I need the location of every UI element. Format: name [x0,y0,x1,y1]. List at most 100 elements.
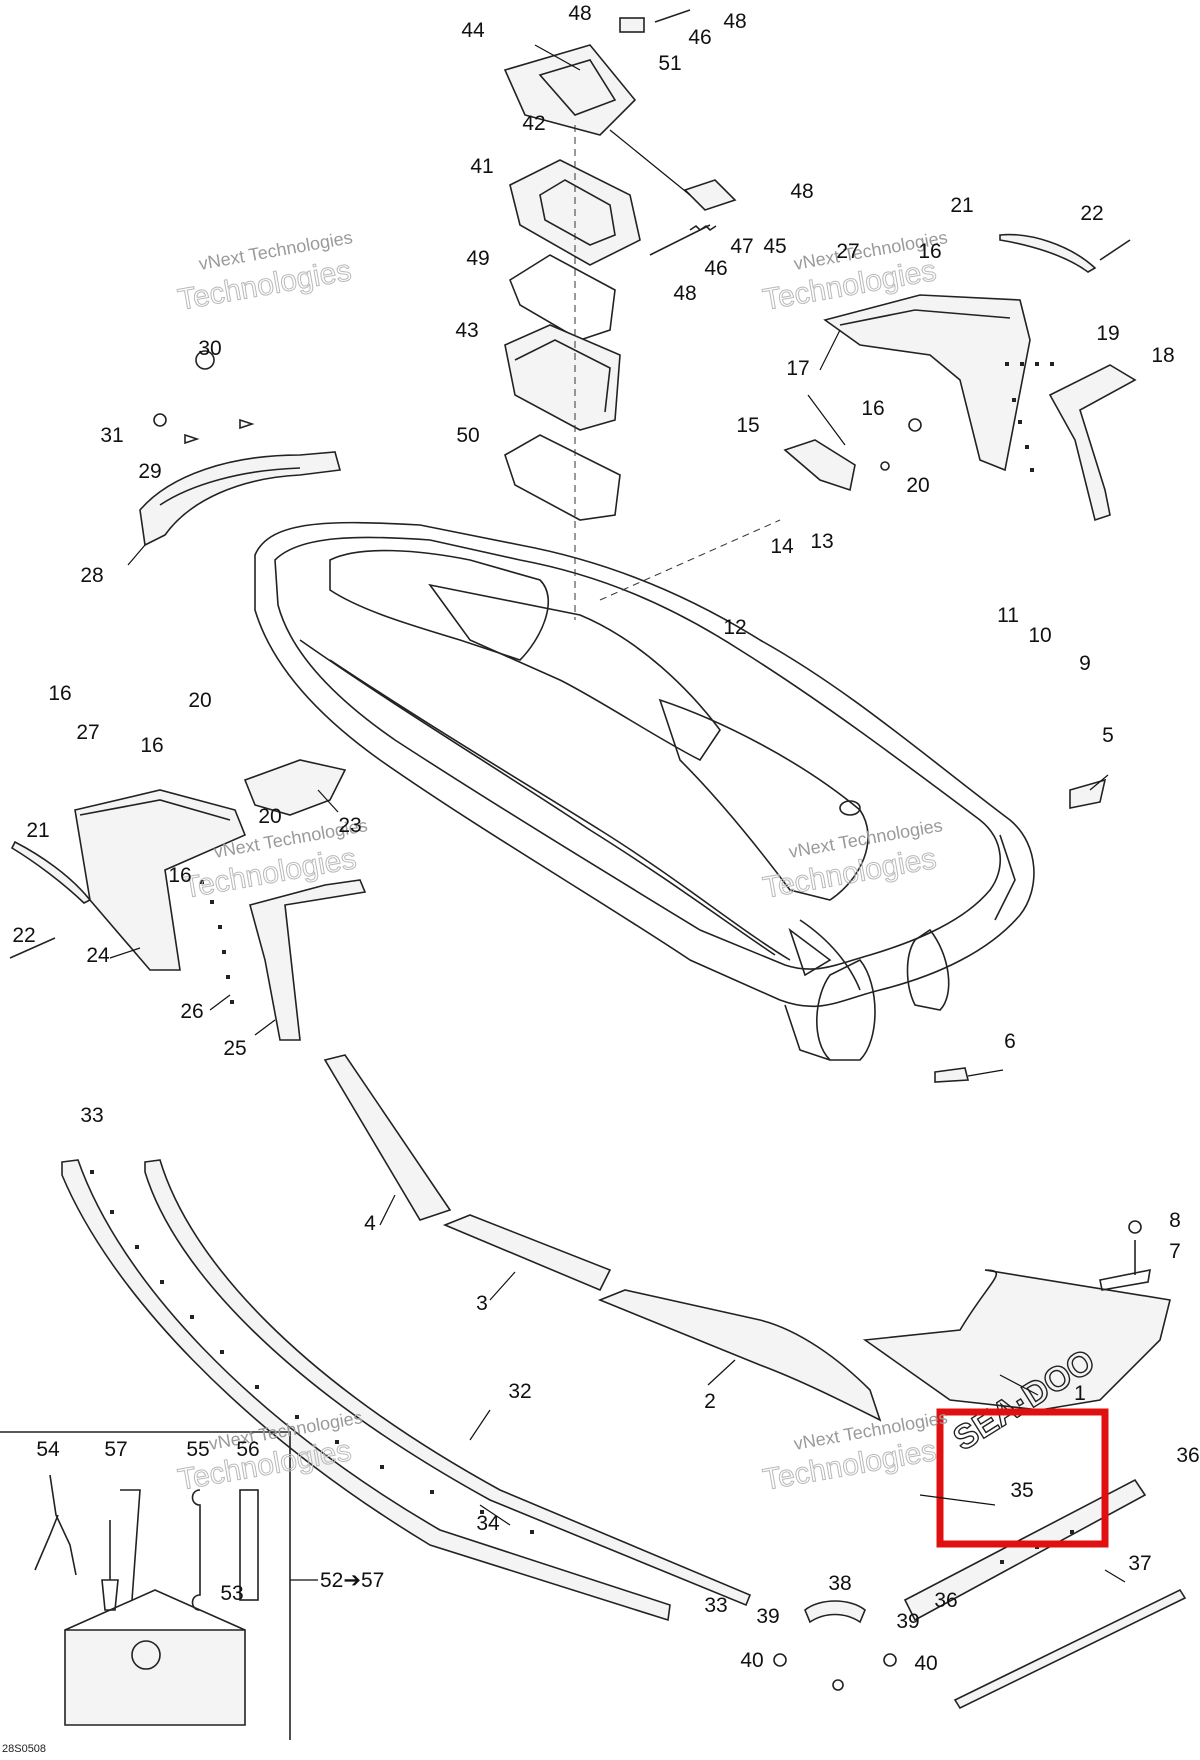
left-side-parts [9,759,367,1041]
callout-54: 54 [36,1438,60,1461]
callout-8: 8 [1169,1209,1181,1232]
part-38 [804,1600,866,1624]
callout-34: 34 [476,1512,500,1535]
part-49 [509,254,616,341]
callout-45: 45 [763,235,786,258]
callout-4: 4 [364,1212,376,1235]
callout-3: 3 [476,1292,488,1315]
callout-10: 10 [1028,624,1051,647]
callout-36: 36 [1176,1444,1199,1467]
callout-20: 20 [906,474,929,497]
part-6 [934,1067,970,1083]
callout-40: 40 [914,1652,937,1675]
part-43 [504,324,621,431]
callout-48: 48 [790,180,813,203]
callout-23: 23 [338,814,361,837]
callout-22: 22 [12,924,35,947]
decals: SEA·DOO [323,778,1171,1459]
part-24 [74,789,247,971]
callout-29: 29 [138,460,161,483]
part-31 [153,413,167,427]
callout-48: 48 [723,10,746,33]
callout-26: 26 [180,1000,203,1023]
part-23 [243,759,347,816]
callout-7: 7 [1169,1240,1181,1263]
callout-22: 22 [1080,202,1103,225]
part-21-right [999,233,1097,273]
callout-18: 18 [1151,344,1174,367]
part-15 [783,439,856,492]
callout-12: 12 [723,616,746,639]
part-28 [139,451,342,547]
part-4 [323,1054,452,1221]
hull-deck [254,521,1035,1061]
callout-13: 13 [810,530,833,553]
part-25 [249,879,367,1041]
part-34 [61,1159,671,1622]
callout-15: 15 [736,414,759,437]
callout-20: 20 [258,805,281,828]
part-44 [503,44,637,136]
callout-30: 30 [198,337,221,360]
callout-35: 35 [1010,1479,1033,1502]
part-53-pouch [64,1629,246,1726]
callout-39: 39 [756,1605,779,1628]
callout-21: 21 [950,194,973,217]
part-55-wrench [191,1489,201,1611]
callout-46: 46 [704,257,727,280]
callout-32: 32 [508,1380,531,1403]
part-40-left [773,1653,787,1667]
storage-assembly [503,9,781,620]
callout-16: 16 [48,682,71,705]
callout-33: 33 [80,1104,103,1127]
callout-2: 2 [704,1390,716,1413]
callout-11: 11 [997,604,1019,627]
part-1 [862,1269,1171,1411]
callout-14: 14 [770,535,794,558]
part-37 [953,1588,1187,1710]
part-35 [903,1478,1147,1622]
part-45 [683,179,737,211]
callout-57: 57 [104,1438,127,1461]
callout-19: 19 [1096,322,1119,345]
callout-21: 21 [26,819,49,842]
right-side-parts [783,233,1137,522]
callout-6: 6 [1004,1030,1016,1053]
callout-24: 24 [86,944,110,967]
part-32 [144,1159,752,1607]
callout-50: 50 [456,424,479,447]
callout-25: 25 [223,1037,246,1060]
callout-46: 46 [688,26,711,49]
callout-48: 48 [673,282,696,305]
callout-16: 16 [918,240,941,263]
part-3 [442,1214,612,1292]
part-57-screwdriver [101,1489,141,1611]
callout-40: 40 [740,1649,763,1672]
part-5 [1069,778,1107,809]
part-18 [1048,364,1137,522]
callout-44: 44 [461,19,485,42]
callout-47: 47 [730,235,753,258]
callout-43: 43 [455,319,478,342]
callout-28: 28 [80,564,103,587]
callout-39: 39 [896,1610,919,1633]
callout-17: 17 [786,357,809,380]
callout-51: 51 [658,52,681,75]
kit-range-label: 52➔57 [320,1569,384,1592]
part-50 [504,434,621,521]
part-2 [597,1289,882,1422]
tool-kit [0,1431,318,1740]
callout-33: 33 [704,1594,727,1617]
callout-16: 16 [168,864,191,887]
drawing-reference: 28S0508 [2,1743,46,1755]
callout-20: 20 [188,689,211,712]
grab-handle [139,350,342,547]
callout-31: 31 [100,424,123,447]
callout-16: 16 [861,397,884,420]
callout-9: 9 [1079,652,1091,675]
callout-56: 56 [236,1438,259,1461]
callout-53: 53 [220,1582,243,1605]
